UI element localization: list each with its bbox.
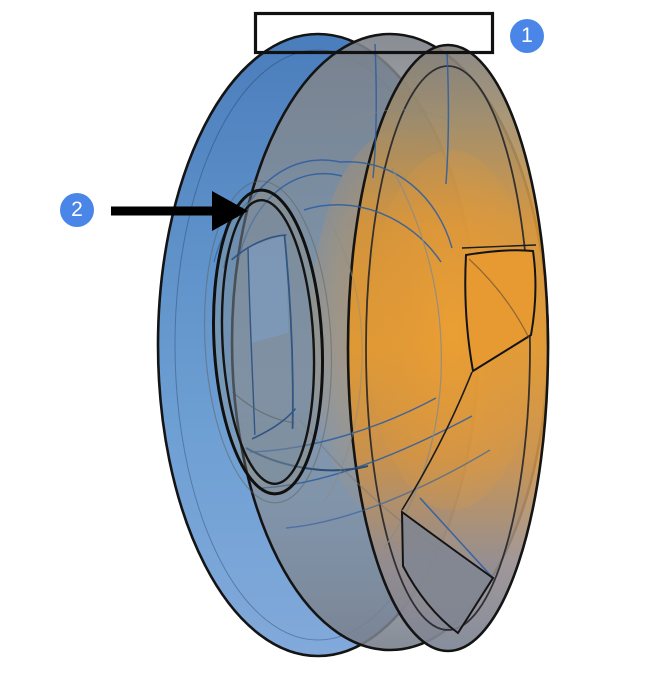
eye-interior-passage [247,234,289,343]
lower-blade-window [400,509,495,635]
blade-window-top-edge [461,244,537,249]
blade-window-inner-edge [468,258,530,339]
eye-hole-halo [203,180,333,504]
callout-1-rectangle [253,11,495,55]
callout-badge-1: 1 [510,19,544,53]
blade-window [464,249,537,373]
hub-glow-front [367,150,537,510]
blade-trailing-edge [401,371,473,511]
callout-badge-2: 2 [60,193,94,227]
callout-2-label: 2 [71,198,83,221]
eye-ring-outer [211,188,325,496]
blade-edge-curves [213,43,493,578]
impeller-eye-ring [203,180,333,504]
eye-interior-edges [231,234,297,440]
callout-2-arrow [111,191,248,231]
callout-1-label: 1 [521,24,533,47]
annotations [111,11,495,231]
impeller-model [156,32,550,658]
